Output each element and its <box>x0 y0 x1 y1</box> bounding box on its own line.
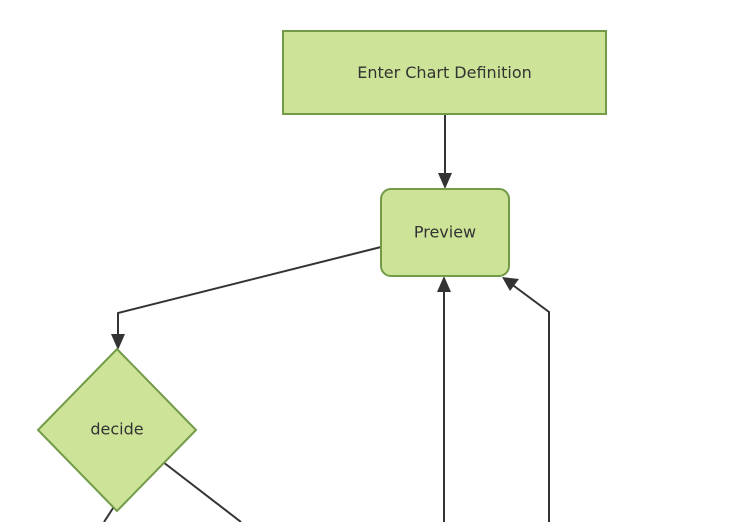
node-rounded-rectangle <box>380 188 510 277</box>
edge-line <box>509 282 550 522</box>
node-decide[interactable]: decide <box>36 347 198 513</box>
node-diamond <box>36 347 198 513</box>
edge-return-right-to-preview <box>502 277 550 522</box>
edge-line <box>162 461 242 522</box>
edge-line <box>117 246 382 340</box>
node-label: Enter Chart Definition <box>357 63 532 82</box>
arrow-head-icon <box>111 334 125 350</box>
node-rectangle <box>282 30 607 115</box>
arrow-head-icon <box>437 276 451 292</box>
arrow-head-icon <box>502 277 519 291</box>
arrow-head-icon <box>438 173 452 189</box>
edge-decide-out-right <box>162 461 242 522</box>
edge-return-center-to-preview <box>437 276 451 522</box>
edge-enter-to-preview <box>438 114 452 189</box>
node-label: Preview <box>414 223 476 242</box>
node-preview[interactable]: Preview <box>380 188 510 277</box>
node-label: decide <box>90 420 143 439</box>
edge-preview-to-decide <box>111 246 382 350</box>
node-enter-chart-definition[interactable]: Enter Chart Definition <box>282 30 607 115</box>
